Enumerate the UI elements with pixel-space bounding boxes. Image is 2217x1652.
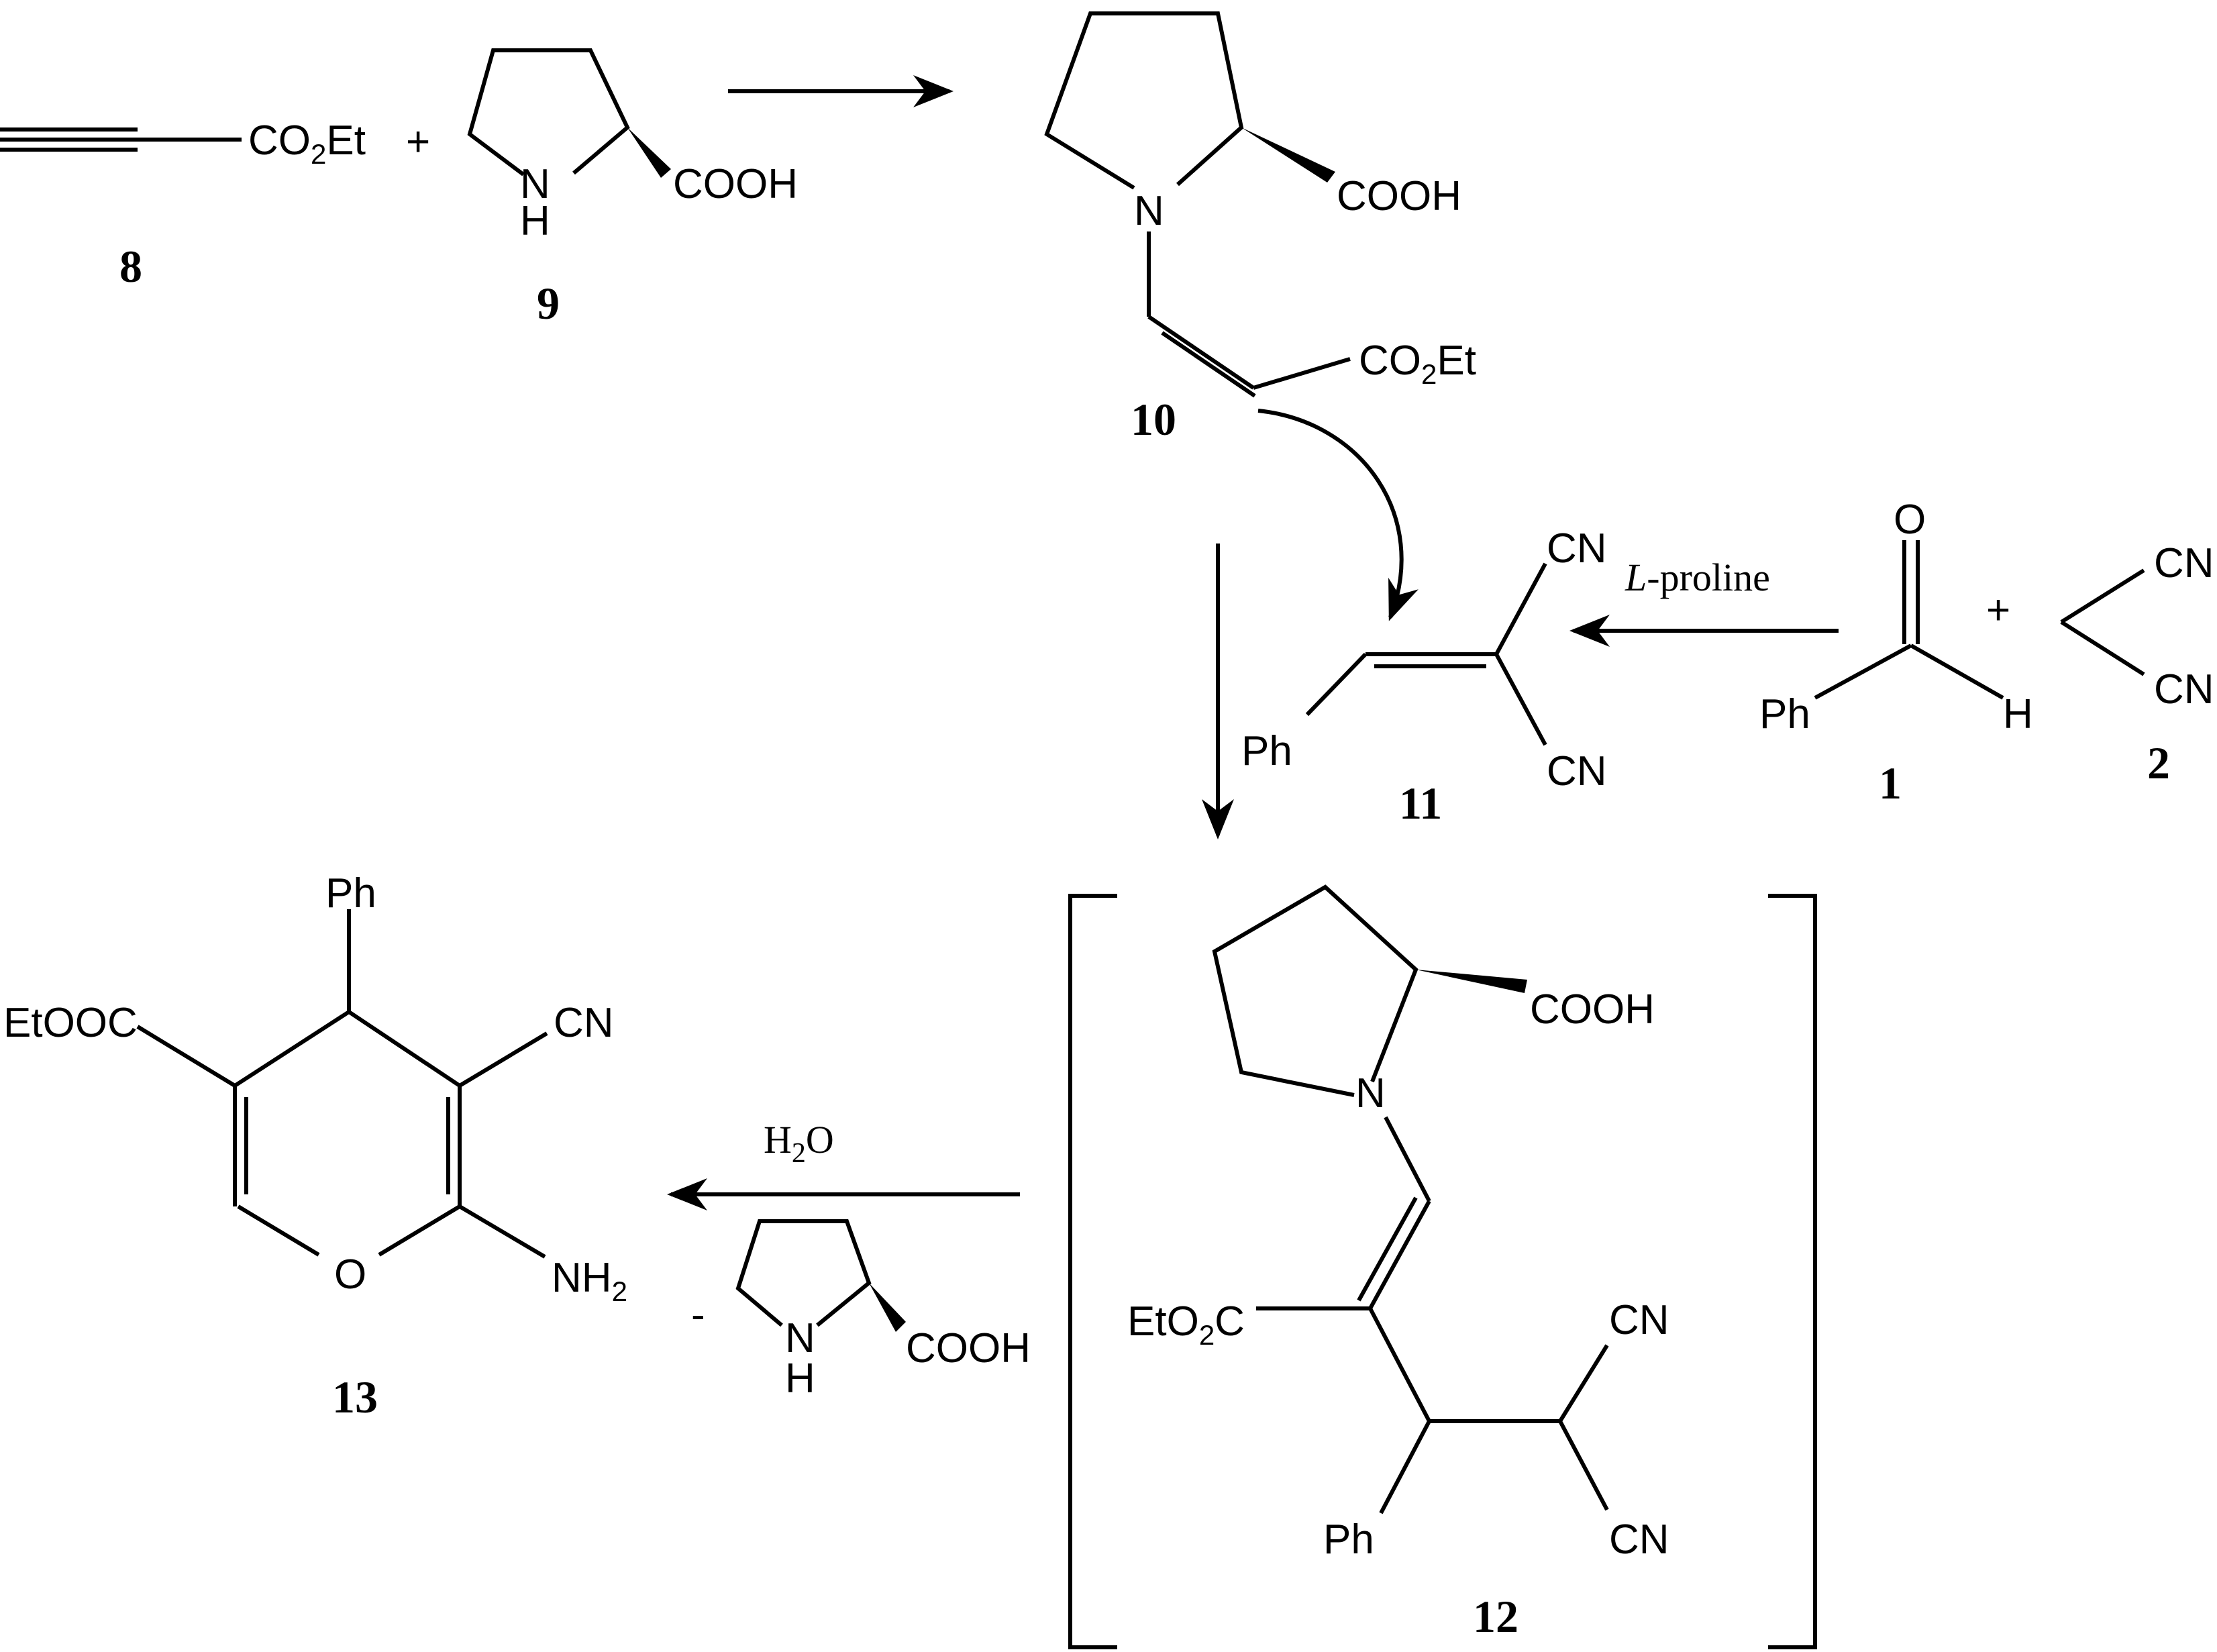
compound-number-8: 8 (119, 241, 142, 292)
compound-2-structure: CN CN (2060, 540, 2214, 713)
cn-label-12a: CN (1609, 1297, 1669, 1343)
cn-label-12b: CN (1609, 1516, 1669, 1563)
etooc-label-13: EtOOC (3, 1000, 138, 1046)
h-atom-1: H (2003, 691, 2033, 737)
cn-label-2a: CN (2154, 540, 2214, 586)
ph-label-1: Ph (1759, 691, 1810, 737)
ph-label-13: Ph (325, 870, 376, 917)
nh2-label-13: NH2 (552, 1255, 627, 1307)
compound-9-structure: N H COOH (467, 48, 798, 244)
cooh-label-10: COOH (1337, 173, 1461, 219)
n-atom-9: N (520, 161, 550, 207)
cn-label-11a: CN (1547, 525, 1607, 572)
cooh-label-proline: COOH (906, 1325, 1031, 1372)
h-atom-proline: H (785, 1355, 815, 1402)
ph-label-12: Ph (1323, 1516, 1374, 1563)
compound-number-10: 10 (1131, 394, 1176, 445)
h-atom-9: H (520, 198, 550, 244)
compound-number-13: 13 (332, 1372, 378, 1423)
left-bracket (1068, 894, 1117, 1649)
eto2c-label-12: EtO2C (1127, 1298, 1245, 1351)
compound-10-structure: N COOH CO2Et (1044, 11, 1476, 398)
released-proline-structure: N H COOH (735, 1219, 1031, 1402)
n-atom-proline: N (785, 1315, 815, 1361)
compound-12-structure: N COOH EtO2C Ph CN CN (1127, 884, 1669, 1563)
n-atom-10: N (1134, 188, 1164, 234)
o-atom-13: O (334, 1251, 366, 1298)
compound-number-11: 11 (1399, 778, 1442, 829)
curved-arrow-10-to-11 (1257, 409, 1419, 621)
compound-8-structure: CO2Et (0, 117, 366, 170)
cn-label-11b: CN (1547, 748, 1607, 794)
compound-number-9: 9 (537, 278, 560, 329)
compound-number-2: 2 (2147, 737, 2170, 788)
condition-water: H2O (764, 1118, 834, 1169)
plus-sign-2: + (1986, 587, 2010, 633)
cooh-label-12: COOH (1530, 986, 1655, 1033)
compound-13-structure: O Ph CN EtOOC NH2 (3, 870, 627, 1307)
cooh-label-9: COOH (673, 161, 798, 207)
compound-1-structure: O Ph H (1759, 497, 2033, 737)
compound-number-1: 1 (1879, 758, 1902, 809)
co2et-label-8: CO2Et (248, 117, 366, 170)
cn-label-13: CN (554, 1000, 614, 1046)
compound-11-structure: Ph CN CN (1241, 525, 1607, 794)
cn-label-2b: CN (2154, 666, 2214, 713)
ph-label-11: Ph (1241, 728, 1292, 774)
o-atom-1: O (1894, 497, 1926, 543)
right-bracket (1768, 894, 1817, 1649)
minus-sign: - (691, 1292, 705, 1338)
n-atom-12: N (1355, 1070, 1386, 1117)
condition-l-proline: L-proline (1625, 556, 1770, 599)
co2et-label-10: CO2Et (1359, 338, 1476, 390)
plus-sign-1: + (406, 119, 430, 165)
compound-number-12: 12 (1473, 1591, 1518, 1642)
